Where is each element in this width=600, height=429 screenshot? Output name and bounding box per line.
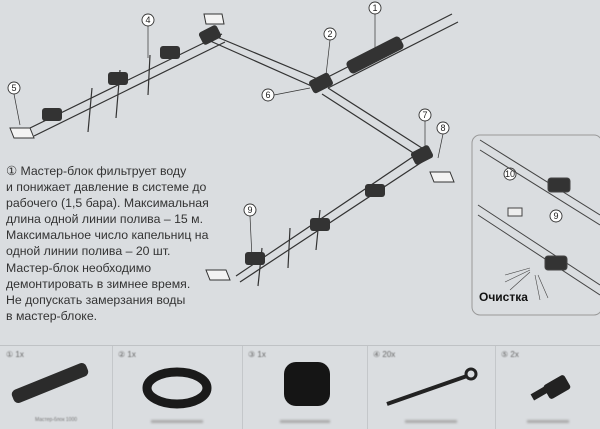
part-end-plug: ⑤ 2x <box>495 346 600 429</box>
instructions-text: ① Мастер-блок фильтрует воду и понижает … <box>6 163 326 324</box>
callout-1: 1 <box>372 3 377 13</box>
master-block-icon <box>11 363 89 403</box>
callout-4: 4 <box>145 15 150 25</box>
part-master-block: ① 1x Мастер-блок 1000 <box>0 346 113 429</box>
part-qty: ① 1x <box>6 350 24 359</box>
caption-blur <box>405 420 457 423</box>
drip-line-lower <box>235 151 426 283</box>
instructions-body: Мастер-блок фильтрует воду и понижает да… <box>6 164 209 323</box>
stake-icon <box>386 367 478 406</box>
part-qty: ③ 1x <box>248 350 266 359</box>
caption-blur <box>526 420 569 423</box>
part-hose-roll: ③ 1x <box>242 346 368 429</box>
callout-6: 6 <box>265 90 270 100</box>
parts-list: ① 1x Мастер-блок 1000 ② 1x ③ 1x ④ 20x ⑤ … <box>0 345 600 429</box>
irrigation-diagram: 1 2 4 5 6 7 8 9 10 9 <box>7 1 600 316</box>
callout-7: 7 <box>422 110 427 120</box>
hose-coil-icon <box>142 367 212 409</box>
caption-blur <box>151 420 203 423</box>
callout-labels: 1 2 4 5 6 7 8 9 10 9 <box>11 3 558 221</box>
circled-1-marker: ① <box>6 164 18 178</box>
callout-5: 5 <box>11 83 16 93</box>
part-caption: Мастер-блок 1000 <box>34 417 78 423</box>
t-connector <box>309 72 333 94</box>
cleaning-title: Очистка <box>479 290 528 304</box>
end-plug <box>9 127 35 139</box>
callout-2: 2 <box>327 29 332 39</box>
callout-9-inset: 9 <box>553 211 558 221</box>
part-qty: ② 1x <box>118 350 136 359</box>
hose-roll-icon <box>284 362 330 406</box>
callout-9: 9 <box>247 205 252 215</box>
master-block <box>346 36 404 74</box>
end-plug-icon <box>530 375 571 401</box>
part-qty: ④ 20x <box>373 350 396 359</box>
cleaning-inset <box>471 134 600 316</box>
callout-10-inset: 10 <box>505 169 515 179</box>
branch-right-pipe <box>321 87 426 157</box>
part-qty: ⑤ 2x <box>501 350 519 359</box>
part-hose-coil: ② 1x <box>112 346 243 429</box>
part-stake: ④ 20x <box>367 346 496 429</box>
caption-blur <box>279 420 330 423</box>
branch-top-pipe <box>204 31 321 89</box>
callout-8: 8 <box>440 123 445 133</box>
